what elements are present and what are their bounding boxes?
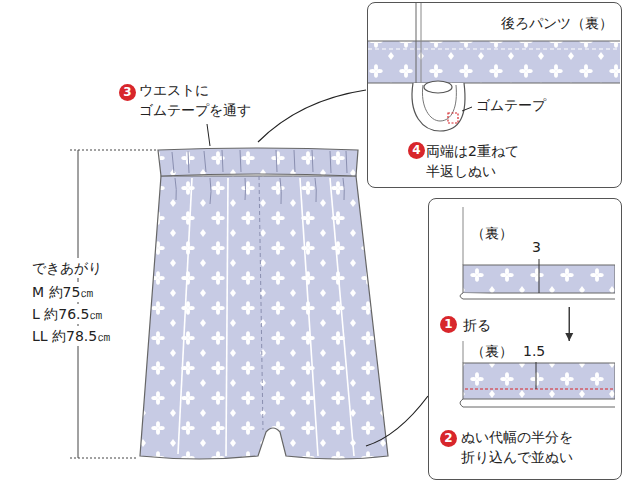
step-text: ぬい代幅の半分を 折り込んで並ぬい: [461, 427, 573, 467]
callout-number: 2: [440, 430, 457, 447]
step-text: ゴムテープ: [476, 95, 546, 115]
dimension-label: M 約75㎝: [30, 282, 96, 302]
callout-number: 3: [119, 84, 136, 101]
step-panel: （裏） 1.5: [439, 341, 615, 423]
dimension-label: LL 約78.5㎝: [30, 326, 113, 346]
arrow-head: [565, 333, 573, 341]
step-text: 3: [532, 237, 541, 257]
step-note: ウエストに ゴムテープを通す: [139, 80, 251, 120]
dimension-label: できあがり: [30, 258, 104, 278]
step-text: 後ろパンツ（裏）: [501, 13, 613, 33]
step-text: 折る: [463, 315, 491, 335]
step-text: 両端は2重ねて 半返しぬい: [426, 141, 519, 181]
dimension-label: L 約76.5㎝: [30, 304, 105, 324]
fabric-illustration: [439, 207, 615, 307]
callout-number: 1: [440, 316, 457, 333]
callout-number: 4: [408, 142, 425, 159]
step-arrow: [565, 307, 573, 341]
inset-box: 後ろパンツ（裏） ゴムテープ両端は2重ねて 半返しぬい: [367, 2, 622, 188]
step-text: 1.5: [523, 341, 545, 361]
step-text: （裏）: [471, 223, 513, 243]
step-text: （裏）: [471, 341, 513, 361]
inset-box: 折るぬい代幅の半分を 折り込んで並ぬい （裏） 3 （裏） 1.5: [428, 198, 622, 480]
step-panel: （裏） 3: [439, 207, 615, 307]
